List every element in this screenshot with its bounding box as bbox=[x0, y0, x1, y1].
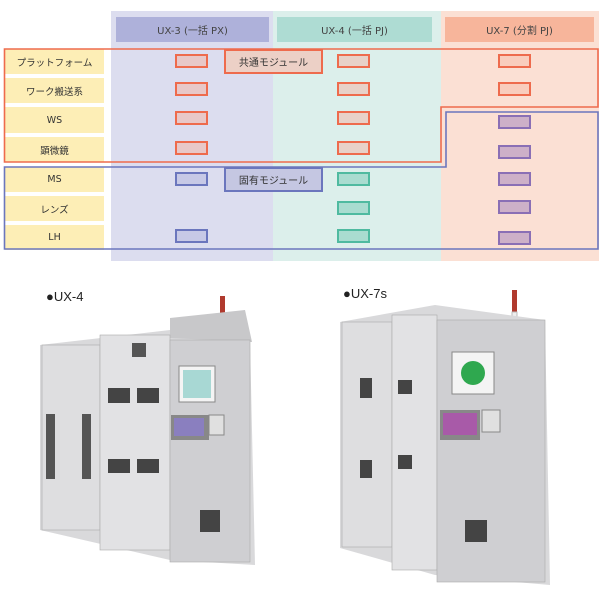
ux4-machine bbox=[40, 296, 255, 565]
column-bg-ux7 bbox=[441, 11, 599, 261]
cell-specific bbox=[337, 229, 370, 243]
row-label-microscope: 顕微鏡 bbox=[5, 137, 104, 162]
cell-common bbox=[175, 111, 208, 125]
row-label-ws: WS bbox=[5, 107, 104, 133]
cell-specific bbox=[498, 231, 531, 245]
cell-common bbox=[175, 141, 208, 155]
cell-common bbox=[175, 82, 208, 96]
specific-module-label: 固有モジュール bbox=[224, 167, 323, 192]
cell-common bbox=[337, 141, 370, 155]
cell-specific bbox=[498, 172, 531, 186]
cell-specific bbox=[175, 229, 208, 243]
ux7s-machine bbox=[340, 290, 550, 585]
column-header-ux3: UX-3 (一括 PX) bbox=[116, 17, 269, 42]
cell-specific bbox=[337, 172, 370, 186]
cell-common bbox=[498, 82, 531, 96]
row-label-lens: レンズ bbox=[5, 196, 104, 221]
module-outlines bbox=[3, 48, 599, 250]
specific-module-outline bbox=[3, 111, 599, 250]
cell-common bbox=[498, 54, 531, 68]
row-label-ms: MS bbox=[5, 167, 104, 192]
cell-specific bbox=[175, 172, 208, 186]
row-label-work-transport: ワーク搬送系 bbox=[5, 78, 104, 103]
common-module-outline bbox=[3, 48, 599, 163]
row-label-platform: プラットフォーム bbox=[5, 49, 104, 74]
cell-specific bbox=[498, 115, 531, 129]
common-module-label: 共通モジュール bbox=[224, 49, 323, 74]
cell-specific bbox=[498, 145, 531, 159]
cell-specific bbox=[498, 200, 531, 214]
column-header-ux7: UX-7 (分割 PJ) bbox=[445, 17, 594, 42]
cell-common bbox=[337, 111, 370, 125]
cell-common bbox=[337, 54, 370, 68]
cell-common bbox=[337, 82, 370, 96]
cell-common bbox=[175, 54, 208, 68]
cell-specific bbox=[337, 201, 370, 215]
column-header-ux4: UX-4 (一括 PJ) bbox=[277, 17, 432, 42]
row-label-lh: LH bbox=[5, 225, 104, 250]
product-caption-ux7s: ●UX-7s bbox=[343, 286, 387, 301]
product-caption-ux4: ●UX-4 bbox=[46, 289, 84, 304]
